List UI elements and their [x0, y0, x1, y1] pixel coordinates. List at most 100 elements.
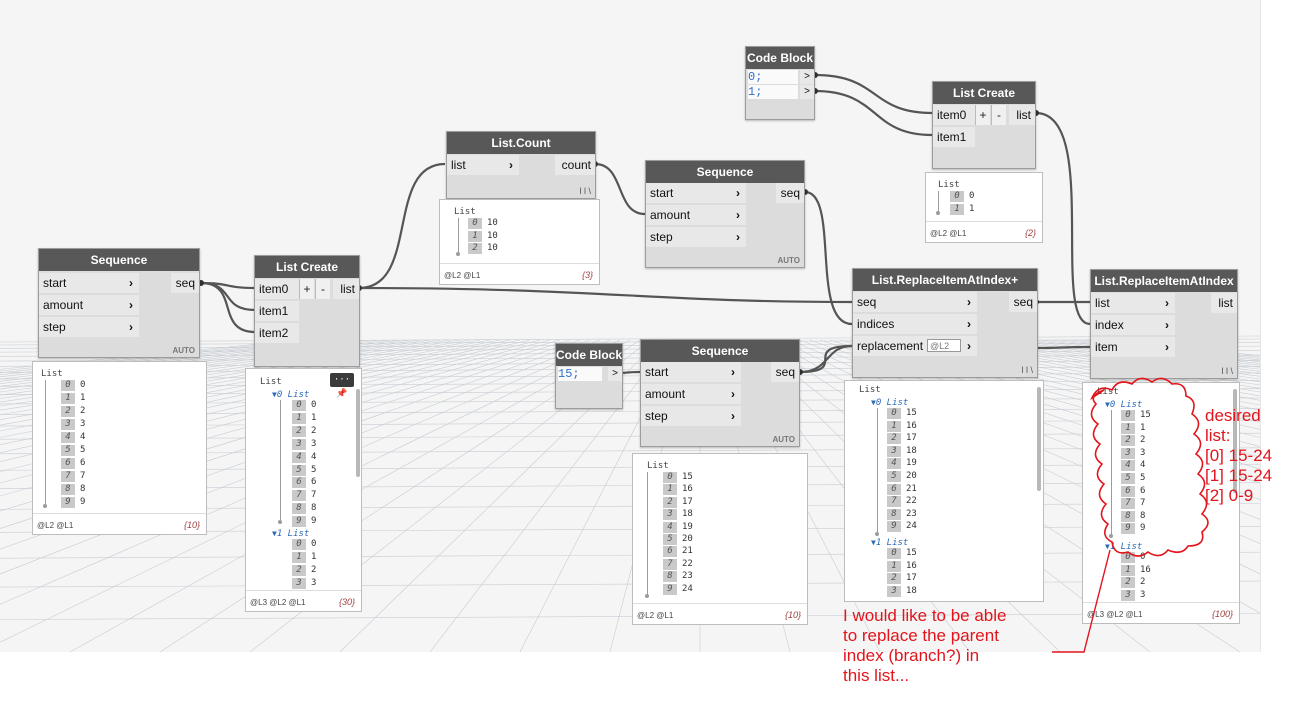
sequence-node-3[interactable]: Sequence start› amount› step› seq AUTO — [640, 339, 800, 447]
output-port-1[interactable]: > — [608, 367, 622, 381]
input-seq[interactable]: seq› — [853, 292, 977, 312]
sequence-node-2[interactable]: Sequence start› amount› step› seq AUTO — [645, 160, 805, 268]
item-value: 10 — [487, 243, 498, 253]
sublist-1-header[interactable]: ▼1 List — [871, 538, 909, 548]
output-port-2[interactable]: > — [800, 85, 814, 99]
code-line-1[interactable]: 0; — [748, 70, 798, 84]
item-value: 6 — [311, 477, 317, 488]
input-step[interactable]: step› — [39, 317, 139, 337]
preview-header: List — [1097, 387, 1119, 397]
item-value: 18 — [906, 585, 917, 596]
item-index: 1 — [1121, 564, 1135, 576]
scrollbar[interactable] — [1233, 389, 1237, 493]
scrollbar[interactable] — [356, 389, 360, 477]
remove-input-button[interactable]: - — [315, 279, 330, 299]
input-amount[interactable]: amount› — [641, 384, 741, 404]
question-annotation: I would like to be able to replace the p… — [843, 606, 1007, 685]
input-list[interactable]: list› — [1091, 293, 1175, 313]
list-count-node[interactable]: List.Count list› count l l \ — [446, 131, 596, 199]
input-start[interactable]: start› — [641, 362, 741, 382]
sublist-0-header[interactable]: ▼0 List — [272, 390, 310, 400]
sublist-0-header[interactable]: ▼0 List — [871, 398, 909, 408]
input-list[interactable]: list› — [447, 155, 519, 175]
item-index: 4 — [663, 521, 677, 533]
input-step[interactable]: step› — [646, 227, 746, 247]
item-value: 7 — [1140, 498, 1146, 509]
input-item1[interactable]: item1 — [933, 127, 975, 147]
node-title: List.Count — [447, 132, 595, 154]
output-list[interactable]: list — [1211, 293, 1237, 313]
item-index: 0 — [887, 408, 901, 419]
sublist-0-header[interactable]: ▼0 List — [1105, 400, 1143, 410]
item-value: 7 — [80, 471, 86, 481]
item-value: 17 — [906, 573, 917, 584]
input-index[interactable]: index› — [1091, 315, 1175, 335]
item-index: 9 — [61, 497, 75, 508]
code-line-2[interactable]: 1; — [748, 85, 798, 99]
sublist-1-header[interactable]: ▼1 List — [1105, 542, 1143, 552]
input-item2[interactable]: item2 — [255, 323, 299, 343]
input-replacement[interactable]: replacement @L2 › — [853, 336, 977, 356]
list-create-node-2[interactable]: List Create item0 + - list item1 — [932, 81, 1036, 169]
level-selector[interactable]: @L2 — [927, 339, 961, 352]
input-start[interactable]: start› — [39, 273, 139, 293]
input-step[interactable]: step› — [641, 406, 741, 426]
output-list[interactable]: list — [333, 279, 359, 299]
input-indices[interactable]: indices› — [853, 314, 977, 334]
item-index: 4 — [61, 432, 75, 443]
output-count[interactable]: count — [555, 155, 595, 175]
replace-item-at-index-plus-node[interactable]: List.ReplaceItemAtIndex+ seq› indices› r… — [852, 268, 1038, 378]
preview-list-create-1[interactable]: ··· 📌 List ▼0 List ▼1 List @L3 @L2 @L1 {… — [245, 368, 362, 612]
output-seq[interactable]: seq — [1009, 292, 1037, 312]
list-create-node-1[interactable]: List Create item0 + - list item1 item2 — [254, 255, 360, 367]
output-list[interactable]: list — [1009, 105, 1035, 125]
output-seq[interactable]: seq — [771, 362, 799, 382]
item-value: 16 — [906, 420, 917, 431]
item-index: 2 — [61, 406, 75, 417]
output-port-1[interactable]: > — [800, 70, 814, 84]
item-index: 1 — [1121, 422, 1135, 434]
input-item[interactable]: item› — [1091, 337, 1175, 357]
input-amount[interactable]: amount› — [646, 205, 746, 225]
preview-header: List — [41, 369, 63, 379]
add-input-button[interactable]: + — [299, 279, 314, 299]
input-amount[interactable]: amount› — [39, 295, 139, 315]
code-block-node-2[interactable]: Code Block 15; > — [555, 343, 623, 409]
input-item0[interactable]: item0 — [255, 279, 299, 299]
graph-canvas[interactable]: Sequence start› amount› step› seq AUTO L… — [0, 0, 1261, 652]
output-seq[interactable]: seq — [776, 183, 804, 203]
pin-icon[interactable]: ··· 📌 — [330, 373, 354, 399]
item-value: 15 — [906, 408, 917, 418]
node-title: List.ReplaceItemAtIndex — [1091, 270, 1237, 292]
replace-item-at-index-node[interactable]: List.ReplaceItemAtIndex list› index› ite… — [1090, 269, 1238, 379]
sequence-node-1[interactable]: Sequence start› amount› step› seq AUTO — [38, 248, 200, 358]
input-item0[interactable]: item0 — [933, 105, 975, 125]
add-input-button[interactable]: + — [975, 105, 990, 125]
input-start[interactable]: start› — [646, 183, 746, 203]
remove-input-button[interactable]: - — [991, 105, 1006, 125]
item-index: 5 — [663, 534, 677, 545]
output-seq[interactable]: seq — [171, 273, 199, 293]
sublist-1-header[interactable]: ▼1 List — [272, 529, 310, 539]
input-item1[interactable]: item1 — [255, 301, 299, 321]
code-block-node-1[interactable]: Code Block 0; 1; > > — [745, 46, 815, 120]
scrollbar[interactable] — [1037, 387, 1041, 491]
item-index: 6 — [887, 483, 901, 495]
code-line-1[interactable]: 15; — [558, 367, 602, 381]
item-value: 0 — [1140, 552, 1146, 562]
item-index: 1 — [61, 393, 75, 404]
